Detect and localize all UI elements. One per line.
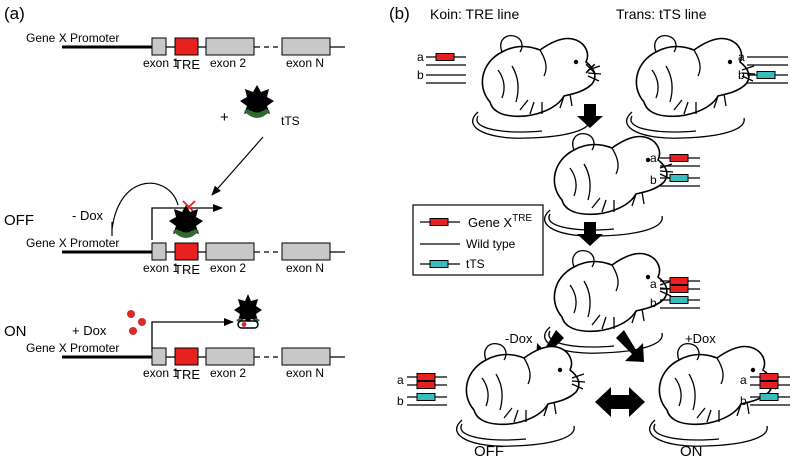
svg-text:b: b [650, 173, 657, 187]
mouse-icon [471, 34, 602, 140]
parent-koin: a b [417, 34, 602, 140]
svg-text:b: b [417, 68, 424, 82]
legend: Gene XTRE Wild type tTS [412, 204, 544, 276]
exonN-label: exon N [286, 56, 324, 70]
legend-gene-x-swatch [429, 218, 449, 226]
transcription-arrow-blocked [151, 204, 223, 240]
mouse-icon [625, 34, 756, 140]
exonN-label-off: exon N [286, 261, 324, 275]
dox-molecule-icon [138, 318, 146, 326]
tre-label-off: TRE [174, 262, 200, 277]
svg-text:b: b [740, 394, 747, 408]
mouse-icon [648, 342, 779, 448]
exon2-box [205, 37, 255, 56]
legend-gene-x-label: Gene XTRE [468, 213, 532, 230]
tts-bound-icon [169, 205, 203, 238]
dox-molecule-icon [127, 310, 135, 318]
plus-dox-branch-label: +Dox [685, 331, 716, 346]
off-state: OFF - Dox Gene X Promoter exon 1 TRE exo… [4, 182, 345, 277]
minus-dox-branch-label: -Dox [505, 331, 533, 346]
panel-b: (b) Koin: TRE line Trans: tTS line a b ×… [389, 4, 790, 460]
down-arrow-1 [577, 104, 603, 128]
mouse-icon [455, 342, 586, 448]
exon2-label: exon 2 [210, 56, 246, 70]
on-result-label: ON [680, 443, 703, 460]
svg-text:b: b [738, 68, 745, 82]
promoter-label: Gene X Promoter [26, 31, 119, 45]
down-arrow-2 [577, 222, 603, 246]
off-result-label: OFF [474, 443, 504, 460]
svg-text:a: a [397, 373, 404, 387]
exon1-label-off: exon 1 [143, 261, 179, 275]
panel-a-label: (a) [4, 4, 25, 23]
tts-free: + tTS [211, 85, 300, 196]
cross-symbol: × [584, 56, 597, 81]
exonN-label-on: exon N [286, 366, 324, 380]
gene-construct-top: Gene X Promoter exon 1 TRE exon 2 exon N [26, 31, 345, 72]
tts-label: tTS [281, 114, 300, 128]
arrow-to-on [616, 330, 644, 362]
promoter-label-on: Gene X Promoter [26, 341, 119, 355]
reversible-double-arrow [595, 387, 645, 417]
minus-dox-label: - Dox [72, 208, 104, 223]
f1-mouse: a b [543, 132, 700, 238]
svg-text:b: b [650, 296, 657, 310]
trans-line-label: Trans: tTS line [616, 6, 707, 22]
svg-text:a: a [650, 151, 657, 165]
svg-text:a: a [740, 373, 747, 387]
exon1-label-on: exon 1 [143, 366, 179, 380]
tts-dox-complex-icon [234, 294, 262, 329]
tre-box [174, 37, 199, 56]
exonN-box [281, 37, 331, 56]
on-mouse: a b ON [648, 342, 790, 460]
dox-molecule-icon [129, 327, 137, 335]
parent-trans: a b [625, 34, 788, 140]
koin-line-label: Koin: TRE line [430, 6, 519, 22]
legend-tts-label: tTS [466, 257, 485, 271]
tre-label: TRE [174, 57, 200, 72]
exon2-label-off: exon 2 [210, 261, 246, 275]
legend-tts-swatch [429, 260, 449, 268]
exon1-label: exon 1 [143, 56, 179, 70]
legend-wild-type-label: Wild type [466, 237, 516, 251]
exon2-label-on: exon 2 [210, 366, 246, 380]
panel-b-label: (b) [389, 4, 410, 23]
off-mouse: a b OFF [397, 342, 586, 460]
on-label: ON [4, 323, 27, 340]
plus-sign: + [220, 109, 229, 126]
off-label: OFF [4, 212, 34, 229]
plus-dox-label: + Dox [72, 323, 107, 338]
transcription-arrow-active [151, 318, 234, 352]
on-state: ON + Dox Gene X Promoter exon 1 TRE [4, 294, 345, 382]
f2-mouse: a b [543, 249, 700, 355]
svg-text:b: b [397, 394, 404, 408]
repression-curve [111, 182, 179, 230]
exon1-box [151, 37, 167, 56]
panel-a: (a) Gene X Promoter exon 1 TRE exon 2 ex… [4, 4, 345, 382]
binding-arrow [211, 136, 264, 196]
tts-protein-icon [240, 85, 274, 118]
promoter-label-off: Gene X Promoter [26, 236, 119, 250]
svg-text:a: a [417, 50, 424, 64]
tre-label-on: TRE [174, 367, 200, 382]
svg-text:a: a [650, 277, 657, 291]
svg-text:a: a [738, 50, 745, 64]
